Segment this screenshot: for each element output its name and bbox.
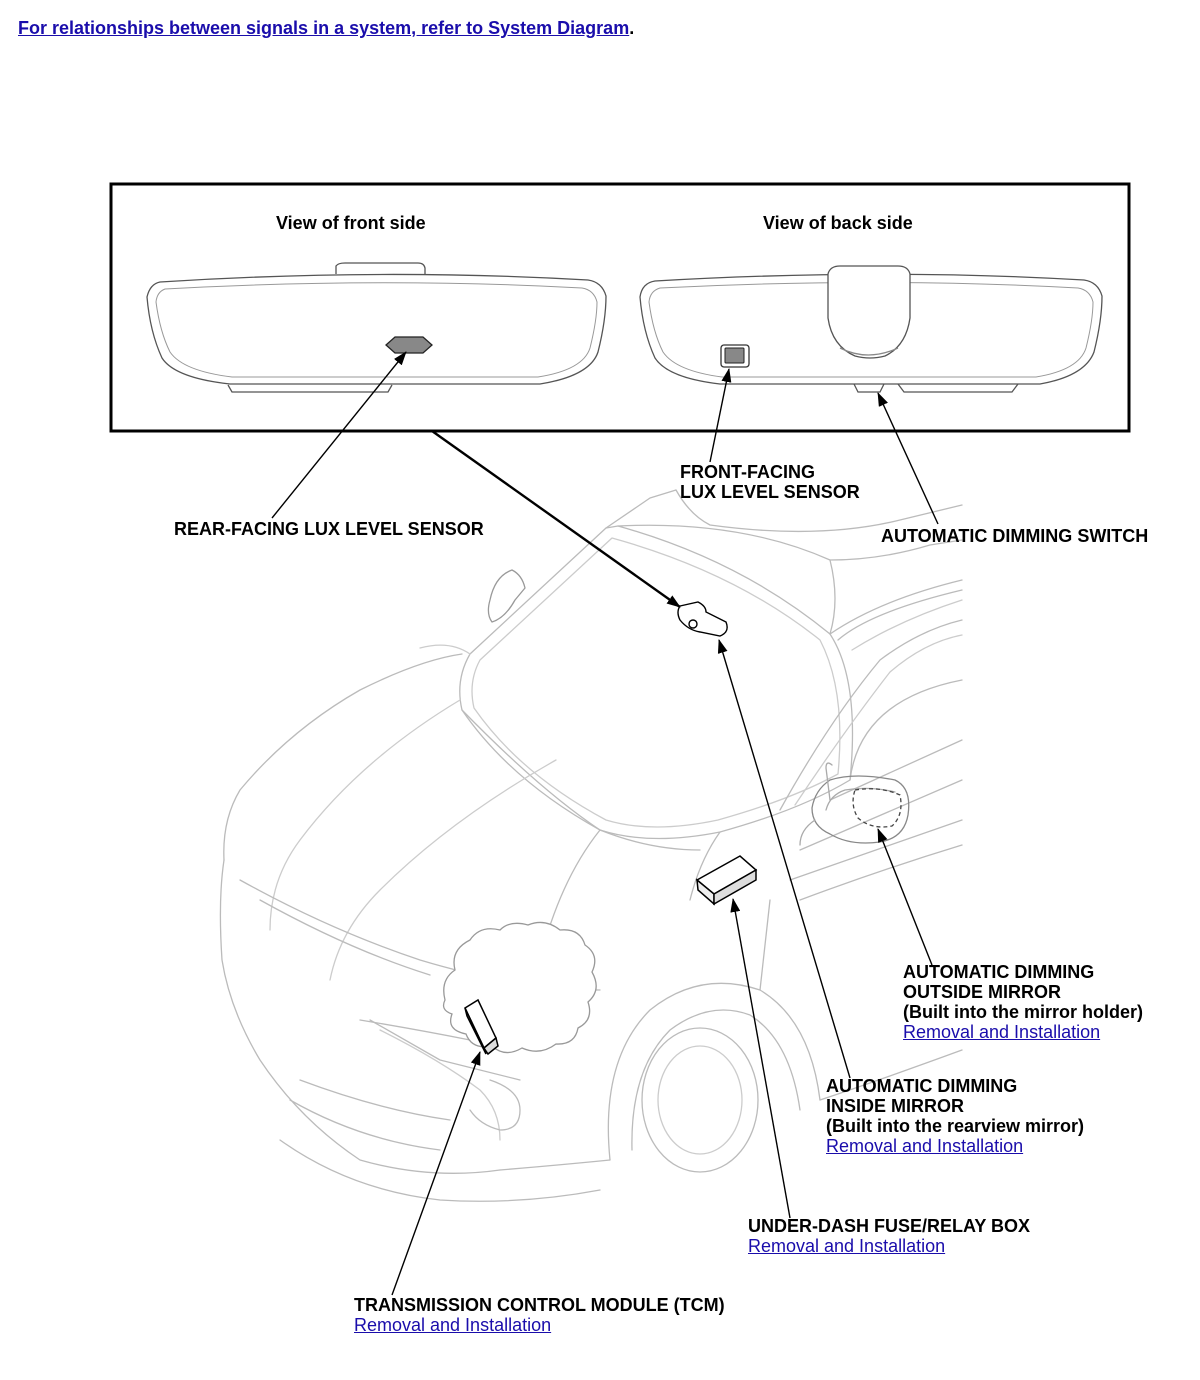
label-line: REAR-FACING LUX LEVEL SENSOR [174, 519, 484, 539]
label-inside-mirror: AUTOMATIC DIMMING INSIDE MIRROR (Built i… [826, 1076, 1084, 1156]
outside-mirror-dimming-area [852, 788, 902, 828]
rear-facing-lux-sensor-icon [385, 336, 433, 354]
tcm-icon [464, 998, 499, 1056]
label-line: INSIDE MIRROR [826, 1096, 965, 1116]
label-line: TRANSMISSION CONTROL MODULE (TCM) [354, 1295, 725, 1315]
label-line: (Built into the mirror holder) [903, 1002, 1143, 1022]
label-line: UNDER-DASH FUSE/RELAY BOX [748, 1216, 1031, 1236]
system-diagram-link[interactable]: For relationships between signals in a s… [18, 18, 630, 38]
label-line: AUTOMATIC DIMMING [903, 962, 1095, 982]
front-view-title: View of front side [276, 213, 426, 233]
outside-mirror-removal-link[interactable]: Removal and Installation [903, 1022, 1101, 1042]
label-fuse-relay-box: UNDER-DASH FUSE/RELAY BOX Removal and In… [748, 1216, 1030, 1256]
back-view-title: View of back side [763, 213, 913, 233]
label-automatic-dimming-switch: AUTOMATIC DIMMING SWITCH [881, 526, 1148, 546]
label-tcm: TRANSMISSION CONTROL MODULE (TCM) Remova… [354, 1295, 725, 1335]
vehicle-line-drawing [219, 489, 963, 1202]
label-front-facing-lux-sensor: FRONT-FACING LUX LEVEL SENSOR [680, 462, 860, 502]
tcm-removal-link[interactable]: Removal and Installation [354, 1315, 552, 1335]
reference-period: . [629, 18, 635, 38]
label-line: AUTOMATIC DIMMING [826, 1076, 1018, 1096]
rearview-mirror-back-view [639, 265, 1103, 393]
label-rear-facing-lux-sensor: REAR-FACING LUX LEVEL SENSOR [174, 519, 484, 539]
fuse-box-removal-link[interactable]: Removal and Installation [748, 1236, 946, 1256]
label-line: AUTOMATIC DIMMING SWITCH [881, 526, 1149, 546]
fuse-relay-box-icon [695, 855, 758, 906]
label-line: (Built into the rearview mirror) [826, 1116, 1085, 1136]
engine-bay-area [442, 921, 597, 1054]
inside-mirror-icon [677, 601, 728, 637]
inset-to-mirror-leader [431, 430, 681, 608]
leader-lines [271, 351, 939, 1296]
system-diagram-reference: For relationships between signals in a s… [18, 18, 634, 39]
label-line: FRONT-FACING [680, 462, 815, 482]
inside-mirror-removal-link[interactable]: Removal and Installation [826, 1136, 1024, 1156]
label-line: OUTSIDE MIRROR [903, 982, 1062, 1002]
label-line: LUX LEVEL SENSOR [680, 482, 860, 502]
label-outside-mirror: AUTOMATIC DIMMING OUTSIDE MIRROR (Built … [903, 962, 1143, 1042]
rearview-mirror-front-view [146, 262, 607, 393]
